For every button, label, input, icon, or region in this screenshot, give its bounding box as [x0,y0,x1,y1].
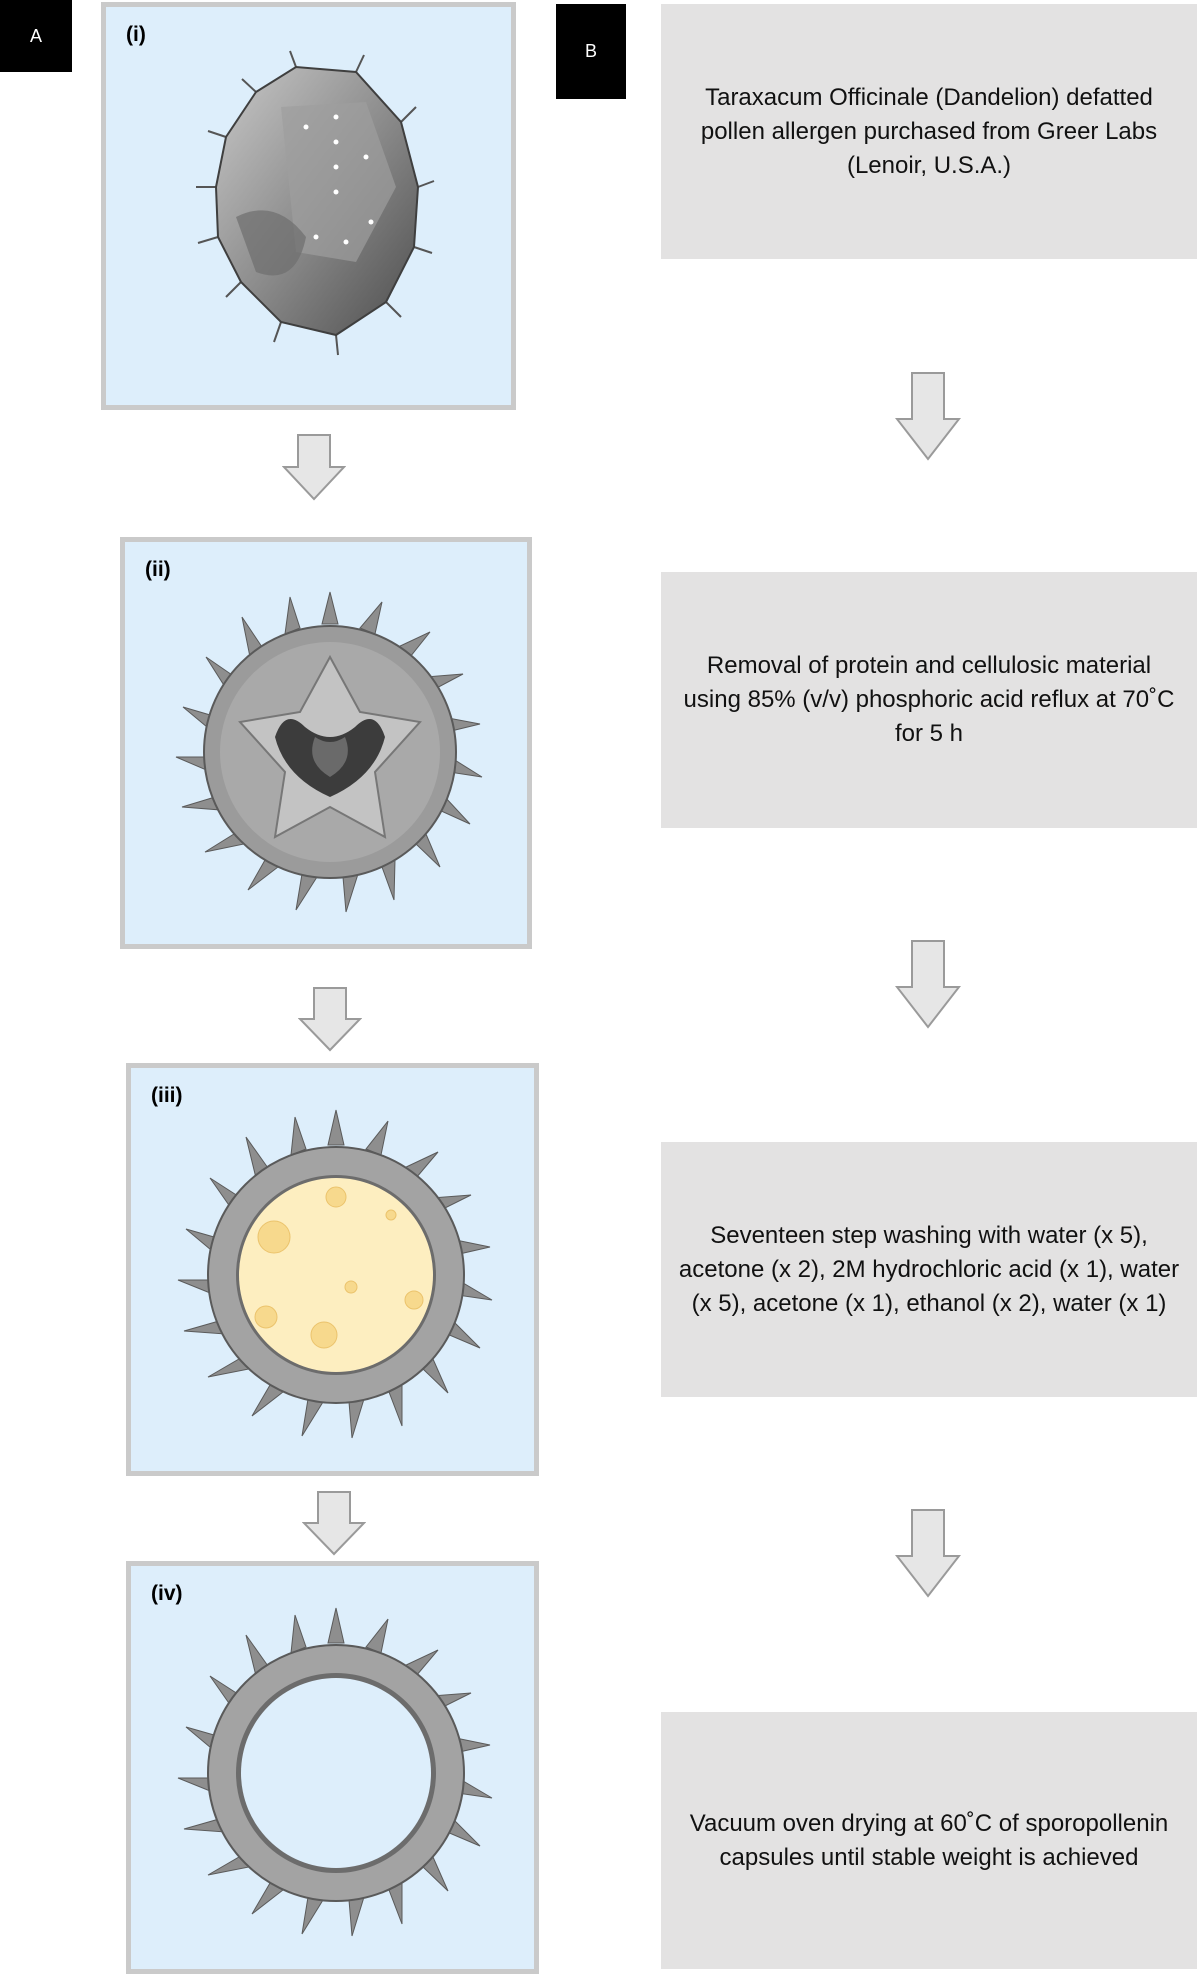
image-panel-i: (i) [101,2,516,410]
down-arrow-icon [895,940,961,1029]
panel-label-ii: (ii) [145,558,171,581]
panel-label-i: (i) [126,23,146,46]
image-panel-iii: (iii) [126,1063,539,1476]
step-text-4: Vacuum oven drying at 60˚C of sporopolle… [689,1809,1169,1871]
panel-tag-a: A [0,0,72,72]
panel-label-iv: (iv) [151,1582,183,1605]
pollen-with-cytoplasm-image [177,1109,493,1439]
pollen-grain-with-aperture-image [175,591,483,913]
step-box-4: Vacuum oven drying at 60˚C of sporopolle… [661,1712,1197,1969]
image-panel-iv: (iv) [126,1561,539,1974]
raw-pollen-grain-image [196,50,435,356]
step-text-3: Seventeen step washing with water (x 5),… [678,1221,1180,1317]
step-text-1: Taraxacum Officinale (Dandelion) defatte… [700,83,1158,179]
step-text-2: Removal of protein and cellulosic materi… [683,652,1175,747]
down-arrow-icon [895,372,961,461]
empty-sporopollenin-capsule-image [177,1607,493,1937]
down-arrow-icon [302,1491,366,1556]
step-box-1: Taraxacum Officinale (Dandelion) defatte… [661,4,1197,259]
image-panel-ii: (ii) [120,537,532,949]
step-box-2: Removal of protein and cellulosic materi… [661,572,1197,828]
step-box-3: Seventeen step washing with water (x 5),… [661,1142,1197,1397]
down-arrow-icon [282,434,346,501]
panel-tag-b: B [556,4,626,99]
panel-label-iii: (iii) [151,1084,183,1107]
down-arrow-icon [298,987,362,1052]
down-arrow-icon [895,1509,961,1598]
